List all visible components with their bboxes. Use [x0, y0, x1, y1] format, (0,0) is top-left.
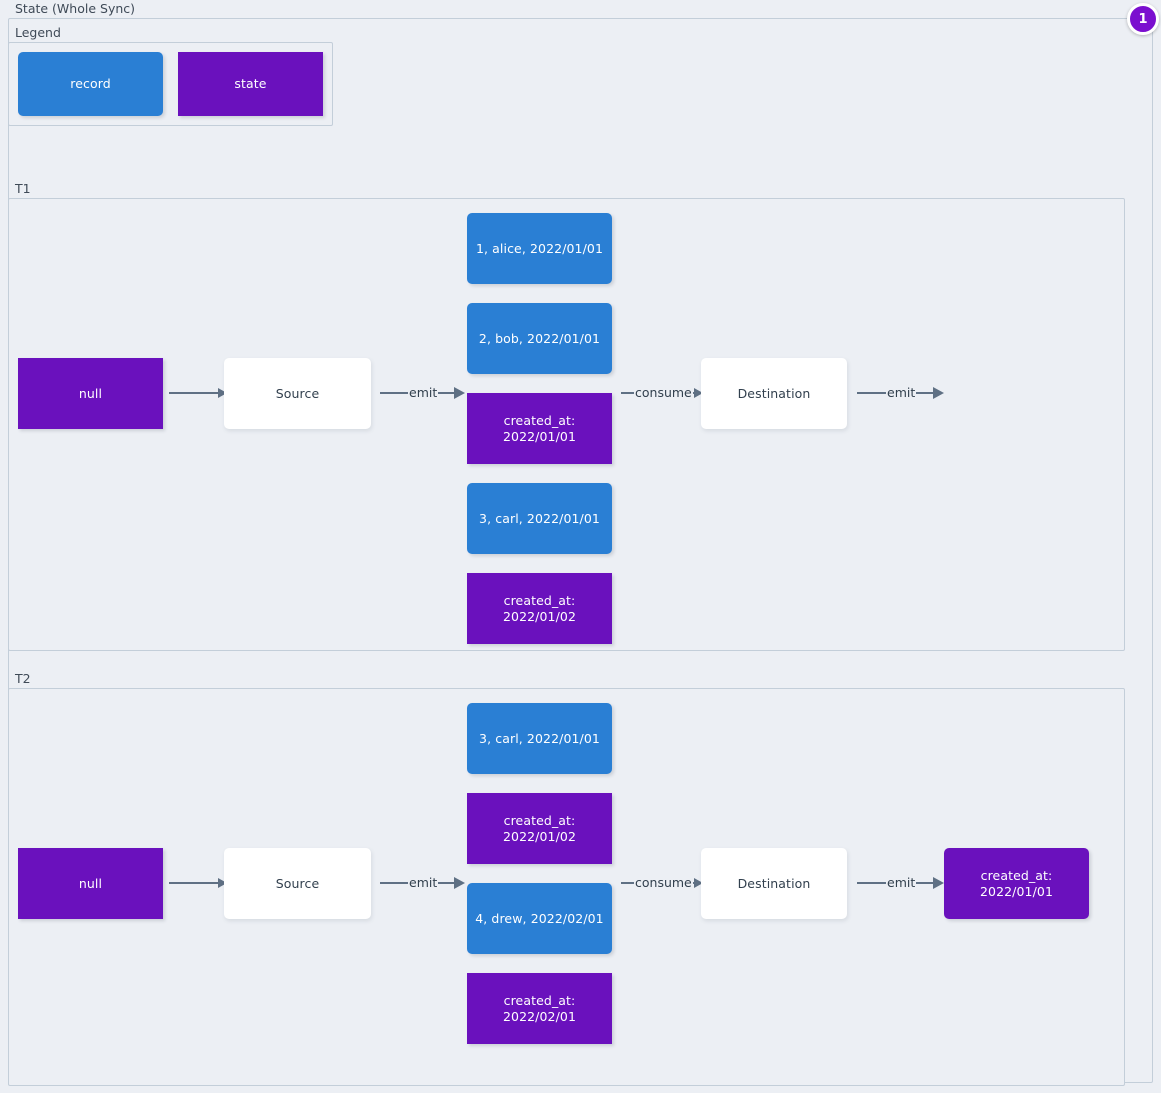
arrowhead-icon [218, 388, 227, 398]
edge-line [621, 881, 634, 885]
t1-payload-record-2[interactable]: 2, bob, 2022/01/01 [467, 303, 612, 374]
edge-line [857, 391, 886, 395]
edge-line [169, 881, 219, 885]
arrowhead-icon [933, 387, 945, 399]
t2-edge-destination-emit-label: emit [887, 875, 916, 890]
step-badge[interactable]: 1 [1127, 3, 1159, 35]
edge-line [169, 391, 219, 395]
t2-start-state[interactable]: null [18, 848, 163, 919]
t2-payload-record-1[interactable]: 3, carl, 2022/01/01 [467, 703, 612, 774]
t1-edge-destination-emit-label: emit [887, 385, 916, 400]
t1-edge-emit: emit [380, 385, 466, 401]
edge-line [438, 881, 456, 885]
t2-edge-consume: consume [621, 875, 703, 891]
t1-payload-record-1[interactable]: 1, alice, 2022/01/01 [467, 213, 612, 284]
state-line-2: 2022/01/02 [502, 828, 577, 844]
edge-line [380, 391, 408, 395]
state-line-1: created_at: [503, 592, 576, 608]
timeline-t1-frame: null Source emit 1, alice, 2022/01/01 2,… [8, 198, 1125, 651]
state-line-2: 2022/02/01 [502, 1008, 577, 1024]
t1-payload-record-3[interactable]: 3, carl, 2022/01/01 [467, 483, 612, 554]
t2-edge-emit-label: emit [409, 875, 438, 890]
t1-edge-start-to-source [169, 385, 231, 401]
t1-edge-consume-label: consume [635, 385, 692, 400]
legend-frame: record state [8, 42, 333, 126]
t1-source-node[interactable]: Source [224, 358, 371, 429]
t1-edge-emit-label: emit [409, 385, 438, 400]
arrowhead-icon [933, 877, 945, 889]
arrowhead-icon [218, 878, 227, 888]
state-line-2: 2022/01/02 [502, 608, 577, 624]
edge-line [857, 881, 886, 885]
arrowhead-icon [454, 877, 466, 889]
state-line-1: created_at: [503, 992, 576, 1008]
legend: Legend record state [8, 26, 341, 126]
t2-payload-record-2[interactable]: 4, drew, 2022/02/01 [467, 883, 612, 954]
state-line-1: created_at: [503, 412, 576, 428]
t2-edge-start-to-source [169, 875, 231, 891]
t2-payload-state-2[interactable]: created_at: 2022/02/01 [467, 973, 612, 1044]
legend-swatch-record: record [18, 52, 163, 116]
t2-edge-consume-label: consume [635, 875, 692, 890]
t1-destination-node[interactable]: Destination [701, 358, 847, 429]
t1-start-state[interactable]: null [18, 358, 163, 429]
t1-edge-destination-emit: emit [857, 385, 945, 401]
t2-edge-emit: emit [380, 875, 466, 891]
t2-payload-state-1[interactable]: created_at: 2022/01/02 [467, 793, 612, 864]
state-line-1: created_at: [980, 867, 1053, 883]
t1-payload-state-1[interactable]: created_at: 2022/01/01 [467, 393, 612, 464]
edge-line [621, 391, 634, 395]
legend-swatch-state: state [178, 52, 323, 116]
t1-edge-consume: consume [621, 385, 703, 401]
timeline-t2: T2 null Source emit 3, carl, 2022/01/01 … [8, 672, 1133, 1086]
state-line-1: created_at: [503, 812, 576, 828]
arrowhead-icon [693, 388, 703, 398]
t2-destination-node[interactable]: Destination [701, 848, 847, 919]
t2-end-state[interactable]: created_at: 2022/01/01 [944, 848, 1089, 919]
edge-line [380, 881, 408, 885]
t2-source-node[interactable]: Source [224, 848, 371, 919]
arrowhead-icon [454, 387, 466, 399]
arrowhead-icon [693, 878, 703, 888]
edge-line [916, 881, 935, 885]
edge-line [438, 391, 456, 395]
timeline-t2-label: T2 [15, 671, 31, 686]
edge-line [916, 391, 935, 395]
t2-edge-destination-emit: emit [857, 875, 945, 891]
root-title: State (Whole Sync) [15, 1, 136, 16]
legend-label: Legend [15, 25, 61, 40]
t1-payload-state-2[interactable]: created_at: 2022/01/02 [467, 573, 612, 644]
timeline-t1: T1 null Source emit 1, alice, 2022/01/01… [8, 182, 1133, 651]
timeline-t1-label: T1 [15, 181, 31, 196]
state-line-2: 2022/01/01 [502, 428, 577, 444]
state-line-2: 2022/01/01 [979, 883, 1054, 899]
timeline-t2-frame: null Source emit 3, carl, 2022/01/01 cre… [8, 688, 1125, 1086]
